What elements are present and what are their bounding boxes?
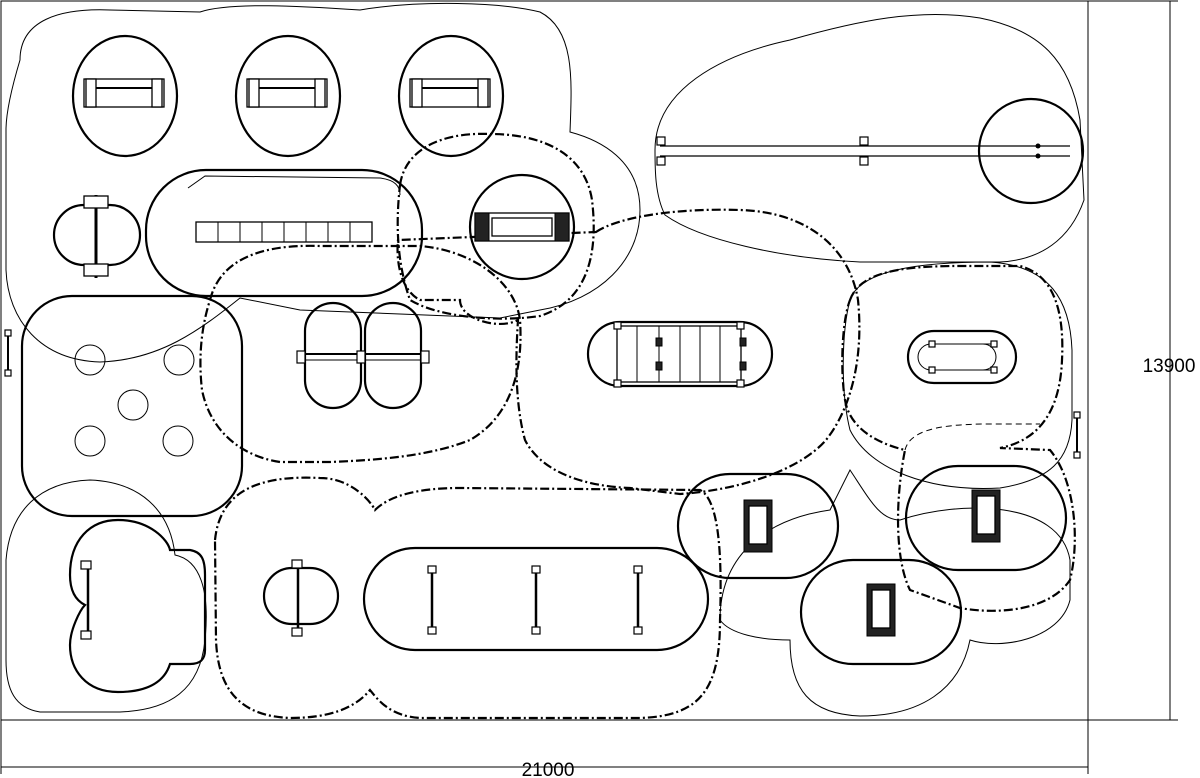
zone-pill-right — [363, 301, 423, 410]
site-boundary — [0, 0, 1089, 721]
equipment-bench-3 — [409, 78, 491, 108]
zone-oval-3 — [397, 34, 505, 158]
equipment-pullup-bar-bottom — [291, 559, 303, 637]
zone-oval-board-3 — [799, 558, 963, 666]
zone-circle-center-top — [468, 173, 576, 281]
stepping-stone-2 — [163, 344, 195, 376]
zone-inner-line — [187, 175, 401, 196]
zone-rounded-square-stepping — [20, 294, 244, 518]
equipment-long-bar — [656, 136, 1070, 166]
equipment-vertical-bars-bottom — [427, 565, 643, 635]
equipment-edge-post-left — [4, 329, 12, 377]
zone-rounded-rect-grid — [144, 168, 424, 298]
stepping-stone-3 — [117, 389, 149, 421]
height-dimension-label: 13900 — [1143, 356, 1196, 377]
equipment-step-grid — [195, 221, 373, 243]
zone-small-oval-bottom — [262, 566, 340, 626]
stepping-stone-4 — [74, 425, 106, 457]
safety-zone-top-right — [654, 13, 1085, 263]
stepping-stone-5 — [162, 425, 194, 457]
dashed-zone-right — [841, 264, 1076, 612]
zone-oval-1 — [71, 34, 179, 158]
width-dimension-line — [0, 720, 1089, 774]
equipment-parallel-bar — [917, 340, 998, 374]
zone-circle-right — [977, 97, 1085, 205]
safety-zone-right-middle — [842, 261, 1073, 489]
equipment-double-bar — [296, 350, 430, 364]
zone-bottom-left-shape — [68, 518, 207, 694]
zone-pill-ladder — [586, 320, 774, 388]
zone-long-pill-bottom — [362, 546, 710, 652]
equipment-bench-dark — [474, 212, 570, 242]
stepping-stone-1 — [74, 344, 106, 376]
zone-pill-right-small — [906, 329, 1018, 385]
width-dimension-label: 21000 — [522, 760, 575, 778]
equipment-edge-post-right — [1073, 411, 1081, 459]
zone-oval-board-1 — [676, 472, 840, 580]
zone-oval-board-2 — [904, 464, 1068, 572]
equipment-horizontal-ladder — [613, 321, 747, 388]
safety-zone-bottom-left — [5, 479, 207, 713]
dashed-zone-left-middle — [199, 244, 522, 464]
dashed-zone-bottom-middle — [213, 476, 722, 720]
equipment-pullup-bar-left — [83, 195, 109, 278]
zone-pill-left — [303, 301, 363, 410]
equipment-bench-1 — [83, 78, 165, 108]
safety-zone-top-left — [5, 2, 641, 363]
equipment-board-3 — [866, 583, 896, 637]
equipment-board-1 — [743, 499, 773, 553]
equipment-bench-2 — [246, 78, 328, 108]
dashed-zone-top-middle — [396, 132, 595, 320]
dashed-zone-thin-right — [904, 423, 1040, 451]
height-dimension-line — [1088, 0, 1178, 721]
dashed-zone-center — [396, 208, 861, 496]
equipment-vertical-bar-left — [80, 560, 92, 640]
safety-zone-bottom-right — [719, 469, 1071, 717]
equipment-board-2 — [971, 489, 1001, 543]
zone-oval-2 — [234, 34, 342, 158]
